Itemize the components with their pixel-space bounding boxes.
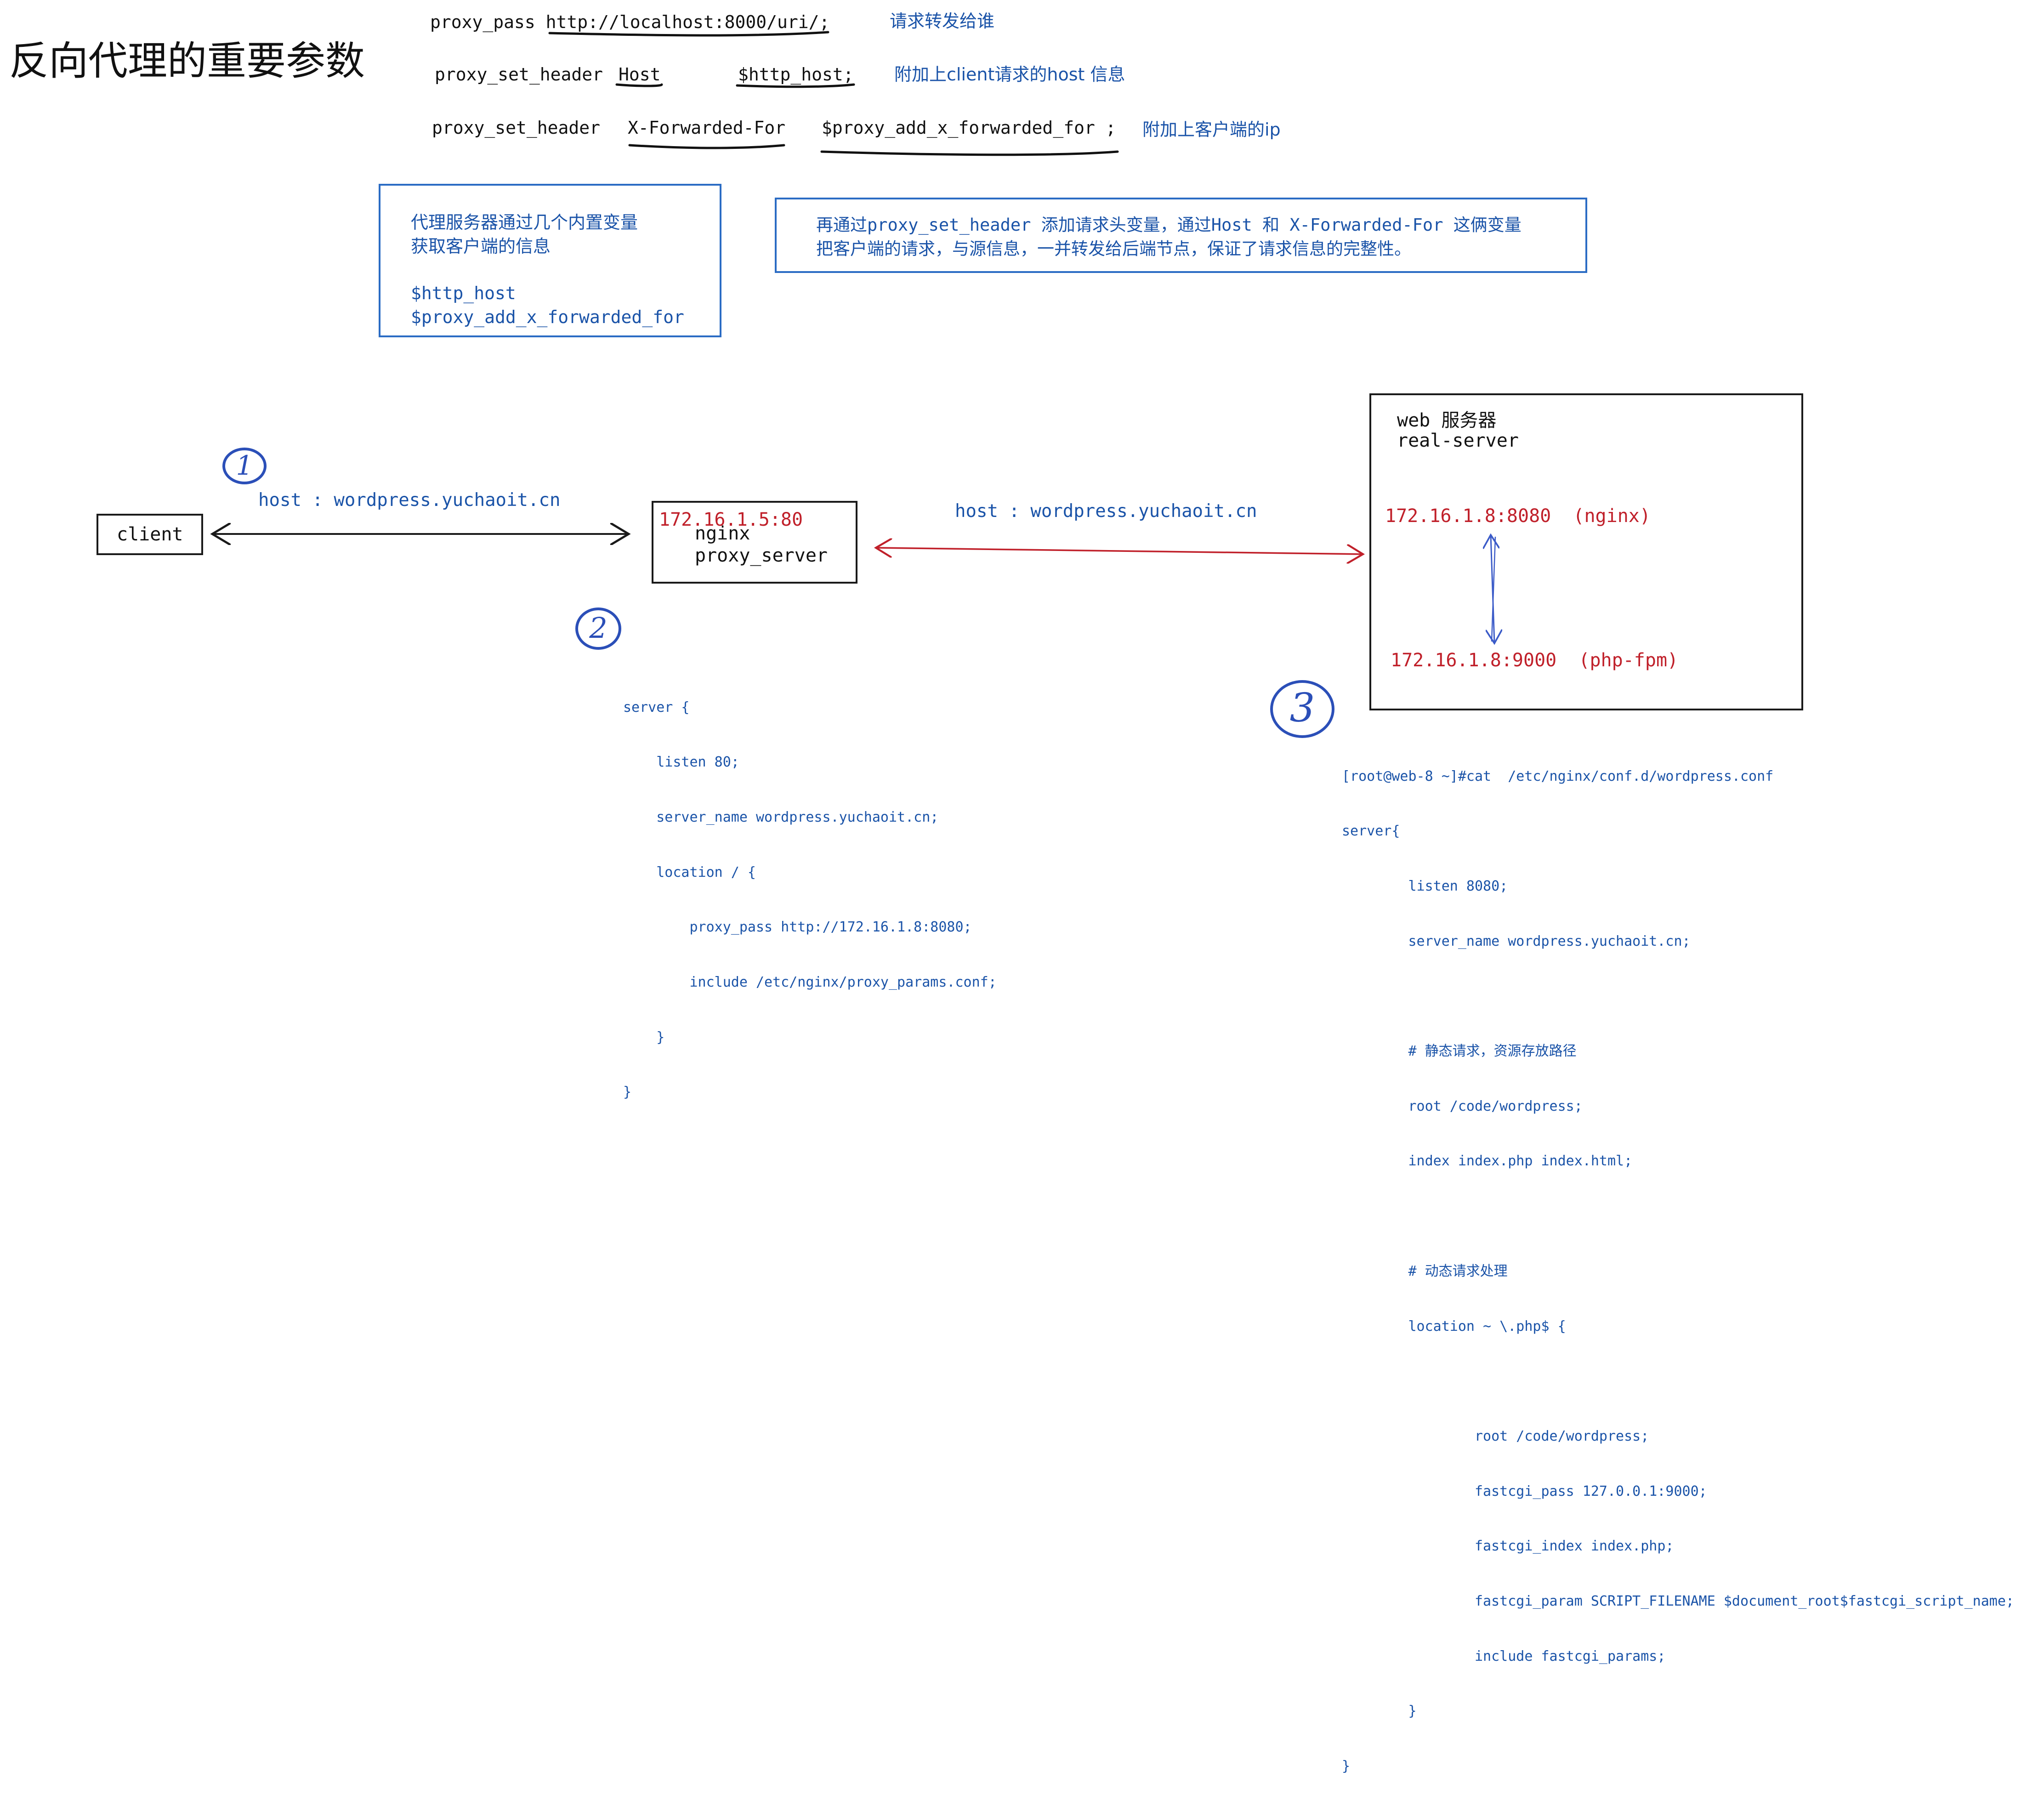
config-line-host-directive: proxy_set_header bbox=[435, 64, 603, 85]
header-note-line: 再通过proxy_set_header 添加请求头变量，通过Host 和 X-F… bbox=[816, 215, 1522, 235]
code-line: server { bbox=[623, 699, 690, 715]
step-1-marker: 1 bbox=[222, 448, 267, 484]
underline-xff bbox=[628, 144, 785, 149]
web-nginx-endpoint: 172.16.1.8:8080 (nginx) bbox=[1385, 505, 1651, 527]
code-line: server{ bbox=[1342, 823, 1400, 840]
variable-http-host: $http_host bbox=[411, 283, 516, 303]
code-line: include fastcgi_params; bbox=[1342, 1648, 1666, 1664]
code-line: proxy_pass http://172.16.1.8:8080; bbox=[623, 919, 972, 936]
code-line bbox=[1342, 987, 2014, 1005]
step-3-marker: 3 bbox=[1270, 680, 1334, 738]
proxy-ip: 172.16.1.5:80 bbox=[659, 509, 803, 530]
variables-note-line: 获取客户端的信息 bbox=[411, 236, 551, 256]
proxy-role: proxy_server bbox=[695, 545, 828, 566]
code-line: } bbox=[623, 1029, 665, 1045]
directive-suffix: ; bbox=[819, 12, 830, 32]
proxy-name: nginx bbox=[695, 523, 750, 544]
client-box: client bbox=[97, 514, 203, 555]
arrow-proxy-web bbox=[876, 548, 1363, 554]
note-xff: 附加上客户端的ip bbox=[1142, 119, 1281, 140]
code-line: root /code/wordpress; bbox=[1342, 1428, 1649, 1444]
proxy-nginx-config: server { listen 80; server_name wordpres… bbox=[623, 662, 997, 1120]
code-line: include /etc/nginx/proxy_params.conf; bbox=[623, 974, 997, 991]
variable-proxy-add-x-forwarded-for: $proxy_add_x_forwarded_for bbox=[411, 307, 684, 327]
code-line: location ~ \.php$ { bbox=[1342, 1318, 1566, 1334]
config-line-host-var: $http_host; bbox=[738, 64, 854, 85]
code-line bbox=[1342, 1207, 2014, 1226]
code-line: listen 80; bbox=[623, 754, 739, 771]
config-line-xff-var: $proxy_add_x_forwarded_for ; bbox=[822, 118, 1116, 138]
variables-note-box: 代理服务器通过几个内置变量 获取客户端的信息 $http_host $proxy… bbox=[379, 184, 721, 337]
code-line: } bbox=[1342, 1758, 1351, 1774]
page-title: 反向代理的重要参数 bbox=[9, 38, 365, 84]
code-line: location / { bbox=[623, 864, 756, 880]
web-title: web 服务器 bbox=[1397, 410, 1497, 431]
proxy-server-box: 172.16.1.5:80 nginx proxy_server bbox=[652, 501, 857, 584]
host-label-client-proxy: host : wordpress.yuchaoit.cn bbox=[258, 490, 561, 511]
config-line-xff-directive: proxy_set_header bbox=[432, 118, 601, 138]
code-line: fastcgi_pass 127.0.0.1:9000; bbox=[1342, 1483, 1707, 1499]
code-line: fastcgi_index index.php; bbox=[1342, 1538, 1674, 1555]
web-php-fpm-endpoint: 172.16.1.8:9000 (php-fpm) bbox=[1391, 650, 1679, 671]
note-proxy-pass: 请求转发给谁 bbox=[890, 11, 995, 31]
note-host: 附加上client请求的host 信息 bbox=[894, 64, 1125, 85]
code-line: } bbox=[623, 1084, 632, 1101]
config-line-host-arg: Host bbox=[619, 64, 661, 85]
underline-proxy-add-xff bbox=[820, 150, 1119, 156]
header-note-box: 再通过proxy_set_header 添加请求头变量，通过Host 和 X-F… bbox=[775, 198, 1587, 273]
code-line: listen 8080; bbox=[1342, 878, 1508, 895]
step-2-marker: 2 bbox=[575, 607, 621, 650]
config-line-xff-arg: X-Forwarded-For bbox=[628, 118, 786, 138]
code-line: # 静态请求，资源存放路径 bbox=[1342, 1043, 1577, 1060]
code-line: [root@web-8 ~]#cat /etc/nginx/conf.d/wor… bbox=[1342, 768, 1774, 784]
code-line: fastcgi_param SCRIPT_FILENAME $document_… bbox=[1342, 1593, 2014, 1609]
code-line: } bbox=[1342, 1703, 1417, 1720]
code-line: root /code/wordpress; bbox=[1342, 1098, 1583, 1114]
web-subtitle: real-server bbox=[1397, 430, 1519, 451]
config-line-proxy-pass: proxy_pass http://localhost:8000/uri/; bbox=[430, 12, 829, 33]
header-note-line: 把客户端的请求，与源信息，一并转发给后端节点，保证了请求信息的完整性。 bbox=[816, 239, 1411, 259]
code-line: index index.php index.html; bbox=[1342, 1153, 1633, 1170]
directive: proxy_pass bbox=[430, 12, 535, 32]
directive-arg: http://localhost:8000/uri/ bbox=[545, 12, 819, 32]
web-server-box: web 服务器 real-server 172.16.1.8:8080 (ngi… bbox=[1369, 393, 1803, 710]
code-line: # 动态请求处理 bbox=[1342, 1263, 1508, 1279]
code-line: server_name wordpress.yuchaoit.cn; bbox=[1342, 933, 1691, 949]
code-line bbox=[1342, 1372, 2014, 1391]
client-label: client bbox=[117, 524, 183, 545]
code-line: server_name wordpress.yuchaoit.cn; bbox=[623, 809, 939, 826]
web-nginx-config: [root@web-8 ~]#cat /etc/nginx/conf.d/wor… bbox=[1342, 731, 2014, 1794]
host-label-proxy-web: host : wordpress.yuchaoit.cn bbox=[955, 501, 1257, 522]
variables-note-line: 代理服务器通过几个内置变量 bbox=[411, 212, 638, 233]
